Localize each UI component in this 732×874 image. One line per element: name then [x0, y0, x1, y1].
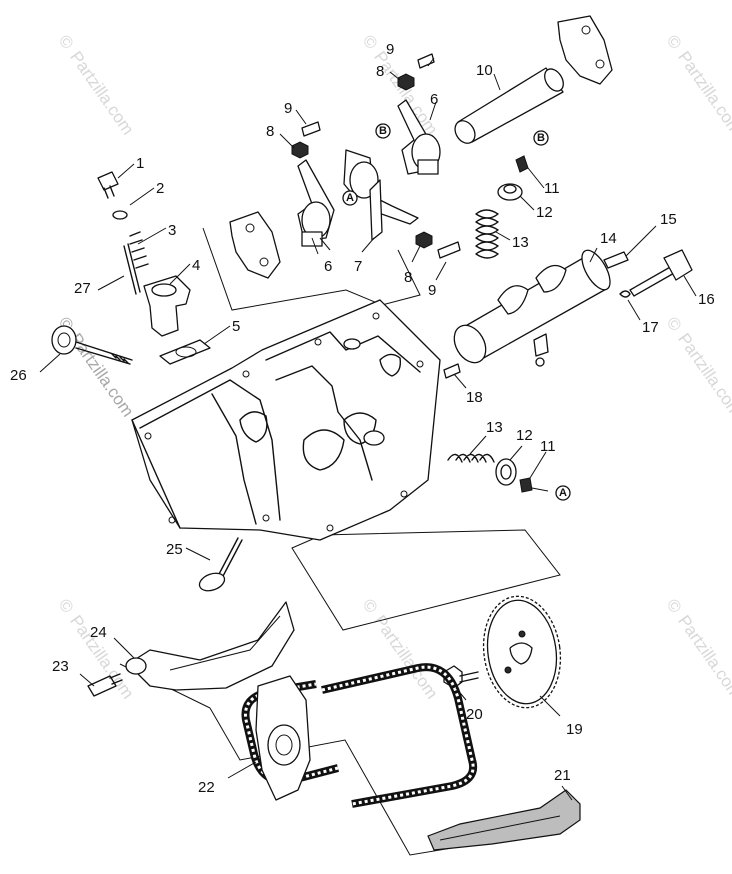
watermark-copyright: © — [55, 595, 78, 617]
callout-19: 19 — [566, 721, 583, 738]
watermark-copyright: © — [359, 31, 382, 53]
watermark-copyright: © — [55, 31, 78, 53]
callout-25: 25 — [166, 541, 183, 558]
leader-lines — [39, 57, 697, 801]
svg-text:B: B — [537, 132, 545, 144]
callout-20: 20 — [466, 706, 483, 723]
callout-6: 6 — [430, 91, 438, 108]
callout-23: 23 — [52, 658, 69, 675]
watermark-copyright: © — [663, 313, 686, 335]
callout-9: 9 — [284, 100, 292, 117]
watermark-text: Partzilla.com — [674, 330, 732, 421]
tensioner-rod — [123, 243, 141, 295]
long-bolt — [51, 325, 133, 365]
valve-spring-upper — [475, 209, 499, 259]
callout-13: 13 — [486, 419, 503, 436]
watermark-copyright: © — [359, 595, 382, 617]
callout-27: 27 — [74, 280, 91, 297]
callout-8: 8 — [404, 269, 412, 286]
callout-14: 14 — [600, 230, 617, 247]
camshaft-pin — [603, 251, 629, 269]
tensioner-spring — [129, 231, 149, 269]
rocker-support-bracket-left — [229, 211, 281, 279]
cam-sprocket — [482, 595, 562, 709]
callout-4: 4 — [192, 257, 200, 274]
decompression-shaft — [629, 249, 693, 297]
callout-9: 9 — [428, 282, 436, 299]
callout-9: 9 — [386, 41, 394, 58]
rocker-arm — [297, 159, 335, 247]
callout-15: 15 — [660, 211, 677, 228]
washer — [112, 210, 128, 220]
watermark-text: Partzilla.com — [674, 612, 732, 703]
rocker-arm-pair — [343, 149, 419, 241]
camshaft — [453, 249, 611, 367]
callout-1: 1 — [136, 155, 144, 172]
watermark-text: Partzilla.com — [674, 48, 732, 139]
rocker-arm — [397, 99, 441, 175]
callout-22: 22 — [198, 779, 215, 796]
valve-keeper-upper — [515, 155, 529, 173]
callout-17: 17 — [642, 319, 659, 336]
valve-keeper-lower — [519, 477, 533, 493]
tensioner-body — [143, 275, 191, 337]
callout-8: 8 — [376, 63, 384, 80]
rocker-shaft — [454, 67, 564, 144]
callout-6: 6 — [324, 258, 332, 275]
callout-16: 16 — [698, 291, 715, 308]
watermark-text: Partzilla.com — [66, 330, 137, 421]
callout-21: 21 — [554, 767, 571, 784]
cylinder-head — [131, 299, 441, 541]
e-clip — [619, 290, 631, 298]
lock-nut — [291, 73, 433, 249]
ref-marker-b: B — [375, 123, 391, 139]
callout-5: 5 — [232, 318, 240, 335]
callout-8: 8 — [266, 123, 274, 140]
callout-3: 3 — [168, 222, 176, 239]
valve — [198, 537, 243, 592]
callout-7: 7 — [354, 258, 362, 275]
gasket — [159, 339, 211, 365]
svg-text:B: B — [379, 125, 387, 137]
callout-12: 12 — [536, 204, 553, 221]
watermark-text: Partzilla.com — [370, 612, 441, 703]
callout-13: 13 — [512, 234, 529, 251]
valve-spring-lower — [447, 453, 495, 463]
bolt — [97, 171, 119, 199]
ref-marker-a: A — [342, 190, 358, 206]
callout-26: 26 — [10, 367, 27, 384]
callout-11: 11 — [544, 180, 560, 197]
spring-retainer-lower — [495, 458, 517, 486]
ref-marker-b: B — [533, 130, 549, 146]
callout-24: 24 — [90, 624, 107, 641]
svg-text:A: A — [346, 192, 354, 204]
watermark-copyright: © — [663, 595, 686, 617]
chain-tensioner-guide — [125, 601, 295, 691]
crank-sprocket — [255, 675, 311, 801]
callout-12: 12 — [516, 427, 533, 444]
callout-2: 2 — [156, 180, 164, 197]
pivot-bolt — [87, 673, 123, 697]
svg-text:A: A — [559, 487, 567, 499]
watermark-text: Partzilla.com — [66, 48, 137, 139]
callout-11: 11 — [540, 438, 556, 455]
adjuster-screw — [301, 53, 461, 259]
callout-18: 18 — [466, 389, 483, 406]
watermark-copyright: © — [663, 31, 686, 53]
chain-guide — [427, 789, 581, 851]
rocker-support-bracket — [557, 15, 613, 85]
ref-marker-a: A — [555, 485, 571, 501]
spring-retainer-upper — [497, 183, 523, 201]
dowel-pin — [443, 363, 461, 379]
callout-labels: 1 2 3 4 5 6 6 7 8 8 8 9 9 9 10 11 11 12 … — [10, 41, 715, 796]
callout-10: 10 — [476, 62, 493, 79]
